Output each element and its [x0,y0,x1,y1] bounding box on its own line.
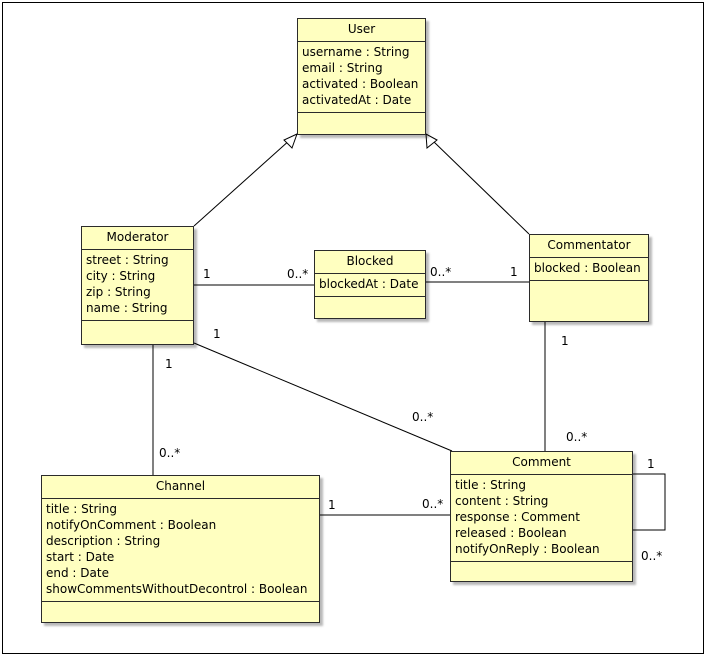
multiplicity-label: 0..* [287,267,309,281]
attribute-compartment: street : String city : String zip : Stri… [82,250,193,321]
class-comment[interactable]: Comment title : String content : String … [450,451,633,582]
attribute: zip : String [86,285,151,299]
attribute: notifyOnReply : Boolean [455,542,600,556]
inheritance-arrowhead-moderator [283,133,298,149]
multiplicity-label: 1 [510,265,518,279]
class-name: Comment [451,452,632,475]
attribute-compartment: blocked : Boolean [530,258,648,281]
attribute: response : Comment [455,510,580,524]
multiplicity-label: 0..* [566,430,588,444]
class-name: Moderator [82,227,193,250]
attribute: end : Date [46,566,109,580]
attribute: username : String [302,45,410,59]
attribute: title : String [455,478,526,492]
class-moderator[interactable]: Moderator street : String city : String … [81,226,194,345]
generalization-moderator-user [193,138,292,227]
attribute: showCommentsWithoutDecontrol : Boolean [46,582,308,596]
attribute: blockedAt : Date [319,277,419,291]
attribute: blocked : Boolean [534,261,641,275]
attribute: activated : Boolean [302,77,419,91]
attribute-compartment: title : String content : String response… [451,475,632,562]
attribute: title : String [46,502,117,516]
multiplicity-label: 1 [213,327,221,341]
generalization-commentator-user [432,140,530,235]
class-name: Commentator [530,235,648,258]
attribute: start : Date [46,550,115,564]
class-channel[interactable]: Channel title : String notifyOnComment :… [41,475,320,623]
attribute: released : Boolean [455,526,567,540]
multiplicity-label: 0..* [412,410,434,424]
attribute-compartment: blockedAt : Date [315,274,425,297]
class-user[interactable]: User username : String email : String ac… [297,18,426,135]
multiplicity-label: 0..* [159,446,181,460]
multiplicity-label: 1 [561,334,569,348]
multiplicity-label: 1 [647,457,655,471]
attribute-compartment: title : String notifyOnComment : Boolean… [42,499,319,602]
attribute: notifyOnComment : Boolean [46,518,217,532]
association-comment-self [633,473,666,531]
attribute-compartment: username : String email : String activat… [298,42,425,113]
attribute: city : String [86,269,156,283]
class-commentator[interactable]: Commentator blocked : Boolean [529,234,649,322]
multiplicity-label: 1 [328,498,336,512]
class-name: User [298,19,425,42]
attribute: activatedAt : Date [302,93,412,107]
attribute: content : String [455,494,549,508]
attribute: description : String [46,534,161,548]
multiplicity-label: 0..* [641,549,663,563]
multiplicity-label: 1 [165,357,173,371]
multiplicity-label: 0..* [430,265,452,279]
class-blocked[interactable]: Blocked blockedAt : Date [314,250,426,319]
attribute: street : String [86,253,169,267]
class-name: Channel [42,476,319,499]
association-moderator-comment [193,342,453,452]
multiplicity-label: 1 [203,267,211,281]
attribute: name : String [86,301,168,315]
inheritance-arrowhead-commentator [425,133,438,149]
attribute: email : String [302,61,383,75]
class-name: Blocked [315,251,425,274]
multiplicity-label: 0..* [422,497,444,511]
